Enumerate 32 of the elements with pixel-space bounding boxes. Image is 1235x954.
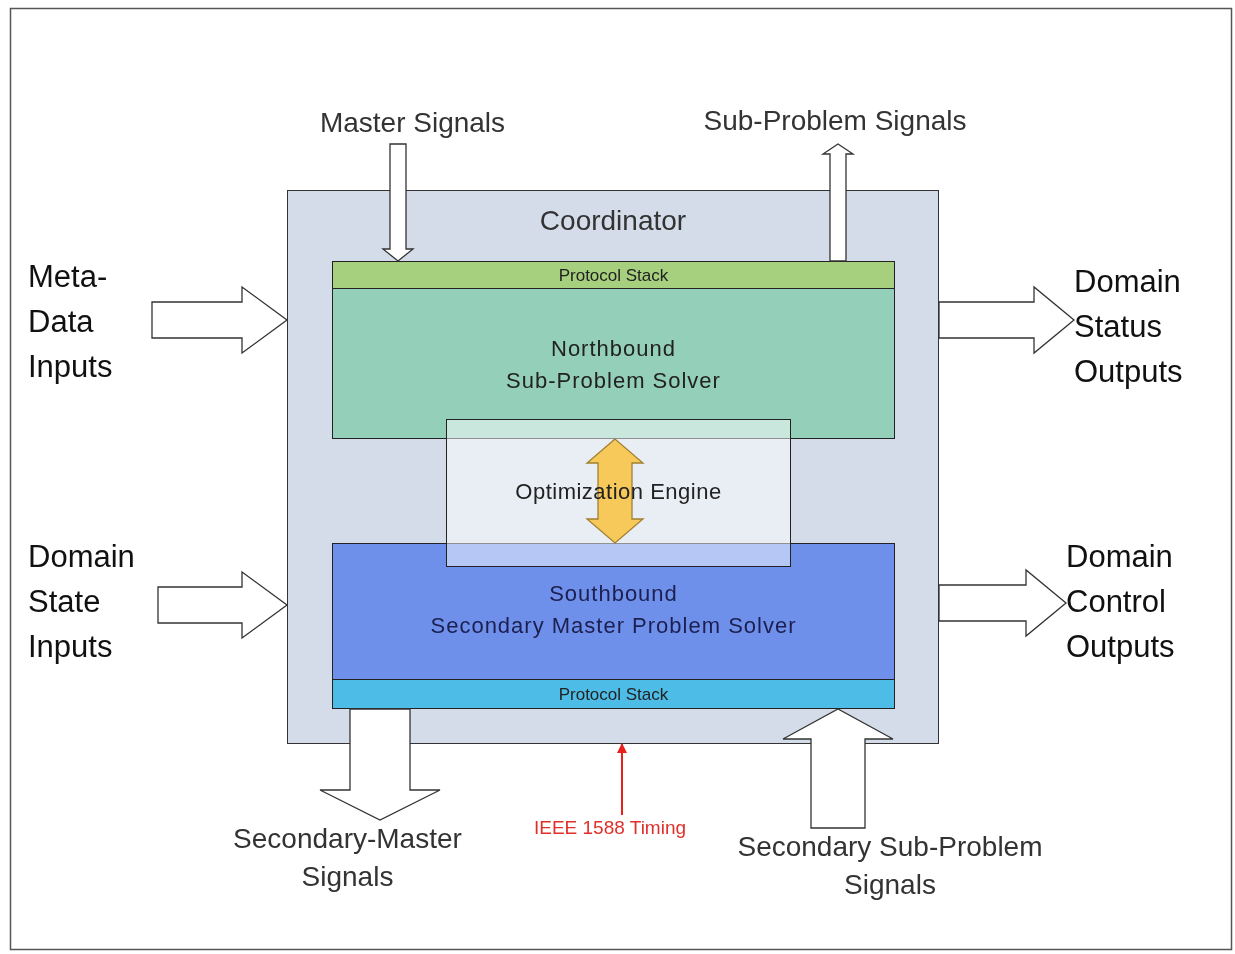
block-arrow [938,568,1068,638]
solver-box [332,288,895,439]
timing-label: IEEE 1588 Timing [515,815,705,843]
double-block-arrow [585,438,645,544]
engine-box [446,419,791,567]
node-label: Protocol Stack [557,684,670,706]
block-arrow [820,143,856,262]
node-label: Sub-Problem Solver [505,366,722,395]
node-label: Protocol Stack [557,265,670,287]
protocol-stack-bar [332,679,895,709]
signal-label: Sub-Problem Signals [670,102,1000,144]
block-arrow [319,708,441,821]
signal-label: Master Signals [290,104,535,144]
input-label: Domain State Inputs [28,535,158,675]
signal-label: Secondary Sub-Problem Signals [710,828,1070,908]
input-label: Meta-Data Inputs [28,255,152,395]
block-arrow [151,285,289,355]
solver-box [332,543,895,680]
output-label: Domain Status Outputs [1074,260,1214,400]
node-label: Southbound [548,580,679,608]
node-label: Northbound [550,335,677,363]
block-arrow [938,285,1076,355]
output-label: Domain Control Outputs [1066,535,1206,675]
arrow [617,743,627,816]
block-arrow [782,708,894,829]
protocol-stack-bar [332,261,895,289]
node-label: Secondary Master Problem Solver [429,611,798,640]
block-arrow [157,570,289,640]
node-label: Coordinator [538,204,688,238]
coordinator-box [287,190,939,744]
block-arrow [381,143,415,262]
signal-label: Secondary-Master Signals [205,820,490,900]
